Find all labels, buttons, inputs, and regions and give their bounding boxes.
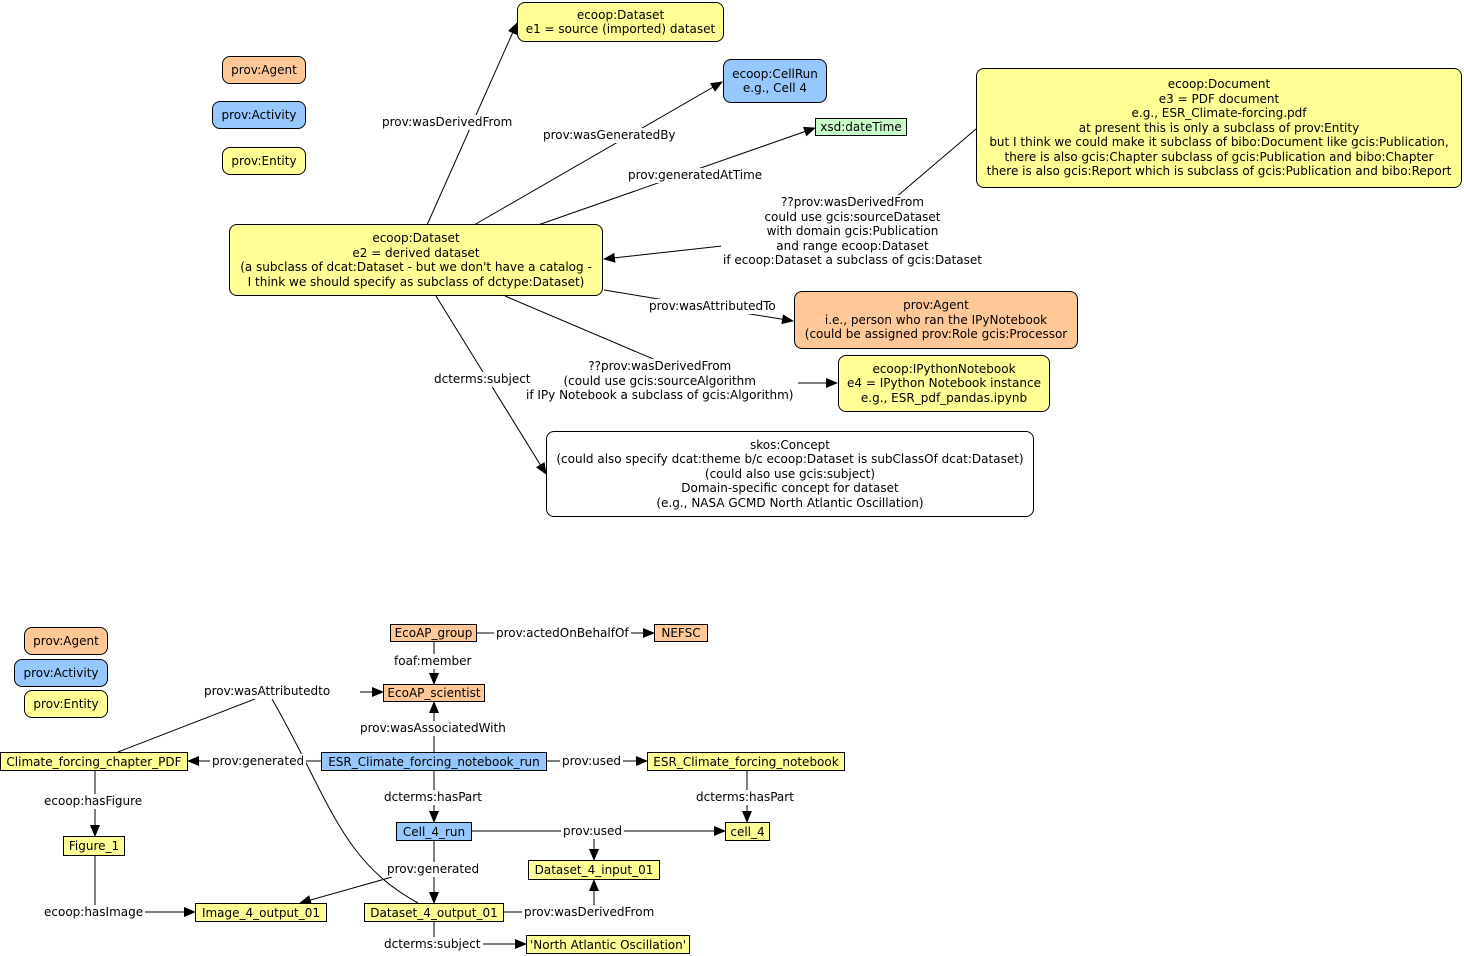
label-was-derived-from: prov:wasDerivedFrom <box>380 115 515 130</box>
node-e1-dataset[interactable]: ecoop:Dataset e1 = source (imported) dat… <box>517 2 724 42</box>
bottom-legend-entity: prov:Entity <box>24 690 108 718</box>
label-used-notebook: prov:used <box>560 754 623 769</box>
label-was-associated-with: prov:wasAssociatedWith <box>358 721 508 736</box>
edge-e2-derived-from-document <box>894 128 977 199</box>
label-derived-from-document: ??prov:wasDerivedFrom could use gcis:sou… <box>721 195 984 268</box>
top-legend-activity: prov:Activity <box>212 101 306 129</box>
node-cell-4[interactable]: cell_4 <box>725 822 770 841</box>
top-legend-agent: prov:Agent <box>222 56 306 84</box>
label-foaf-member: foaf:member <box>392 654 474 669</box>
bottom-legend-agent: prov:Agent <box>24 627 108 655</box>
edge-figure-has-image <box>94 856 196 917</box>
edge-e2-derived-from-notebook <box>504 295 666 365</box>
node-document[interactable]: ecoop:Document e3 = PDF document e.g., E… <box>976 68 1462 188</box>
node-cellrun[interactable]: ecoop:CellRun e.g., Cell 4 <box>723 59 827 103</box>
label-was-attributed-to-bottom: prov:wasAttributedto <box>202 684 333 699</box>
label-has-figure: ecoop:hasFigure <box>42 794 145 809</box>
top-legend-entity: prov:Entity <box>222 147 306 175</box>
node-cell-4-run[interactable]: Cell_4_run <box>396 822 472 841</box>
bottom-legend-activity: prov:Activity <box>14 659 108 687</box>
node-dataset-output[interactable]: Dataset_4_output_01 <box>364 903 504 922</box>
edge-pdf-attributed-line <box>117 698 256 753</box>
node-ipython-notebook[interactable]: ecoop:IPythonNotebook e4 = IPython Noteb… <box>838 355 1050 412</box>
node-notebook-run[interactable]: ESR_Climate_forcing_notebook_run <box>321 752 547 771</box>
edge-e2-derived-from-document-arrow <box>603 245 723 263</box>
label-derived-from-notebook: ??prov:wasDerivedFrom (could use gcis:so… <box>524 359 796 403</box>
label-dcterms-subject: dcterms:subject <box>432 372 533 387</box>
node-ecoap-group[interactable]: EcoAP_group <box>390 624 477 642</box>
label-used-cell: prov:used <box>561 824 624 839</box>
edge-cell-run-generated-image <box>299 876 393 905</box>
node-e2-dataset[interactable]: ecoop:Dataset e2 = derived dataset (a su… <box>229 224 603 296</box>
node-dataset-input[interactable]: Dataset_4_input_01 <box>528 860 660 880</box>
label-generated-outputs: prov:generated <box>385 862 482 877</box>
label-acted-on-behalf-of: prov:actedOnBehalfOf <box>494 626 631 641</box>
label-was-generated-by: prov:wasGeneratedBy <box>541 128 678 143</box>
node-skos-concept[interactable]: skos:Concept (could also specify dcat:th… <box>546 431 1034 517</box>
node-figure-1[interactable]: Figure_1 <box>63 836 125 856</box>
label-was-derived-from-bottom: prov:wasDerivedFrom <box>522 905 657 920</box>
edge-output-attributed-line <box>271 698 419 904</box>
node-datetime[interactable]: xsd:dateTime <box>815 118 907 136</box>
node-agent-person[interactable]: prov:Agent i.e., person who ran the IPyN… <box>794 291 1078 349</box>
label-has-image: ecoop:hasImage <box>42 905 146 920</box>
edge-e2-generated-by-cellrun <box>473 81 723 226</box>
node-climate-forcing-notebook[interactable]: ESR_Climate_forcing_notebook <box>647 752 845 771</box>
label-was-attributed-to: prov:wasAttributedTo <box>647 299 778 314</box>
label-has-part-notebook: dcterms:hasPart <box>694 790 796 805</box>
label-generated-pdf: prov:generated <box>210 754 307 769</box>
node-ecoap-scientist[interactable]: EcoAP_scientist <box>383 684 485 702</box>
node-nefsc[interactable]: NEFSC <box>654 624 708 642</box>
label-has-part-run: dcterms:hasPart <box>382 790 484 805</box>
label-subject-bottom: dcterms:subject <box>382 937 483 952</box>
node-north-atlantic-oscillation[interactable]: 'North Atlantic Oscillation' <box>526 935 690 954</box>
node-image-output[interactable]: Image_4_output_01 <box>195 903 327 922</box>
label-generated-at-time: prov:generatedAtTime <box>626 168 765 183</box>
node-climate-forcing-pdf[interactable]: Climate_forcing_chapter_PDF <box>0 752 188 771</box>
